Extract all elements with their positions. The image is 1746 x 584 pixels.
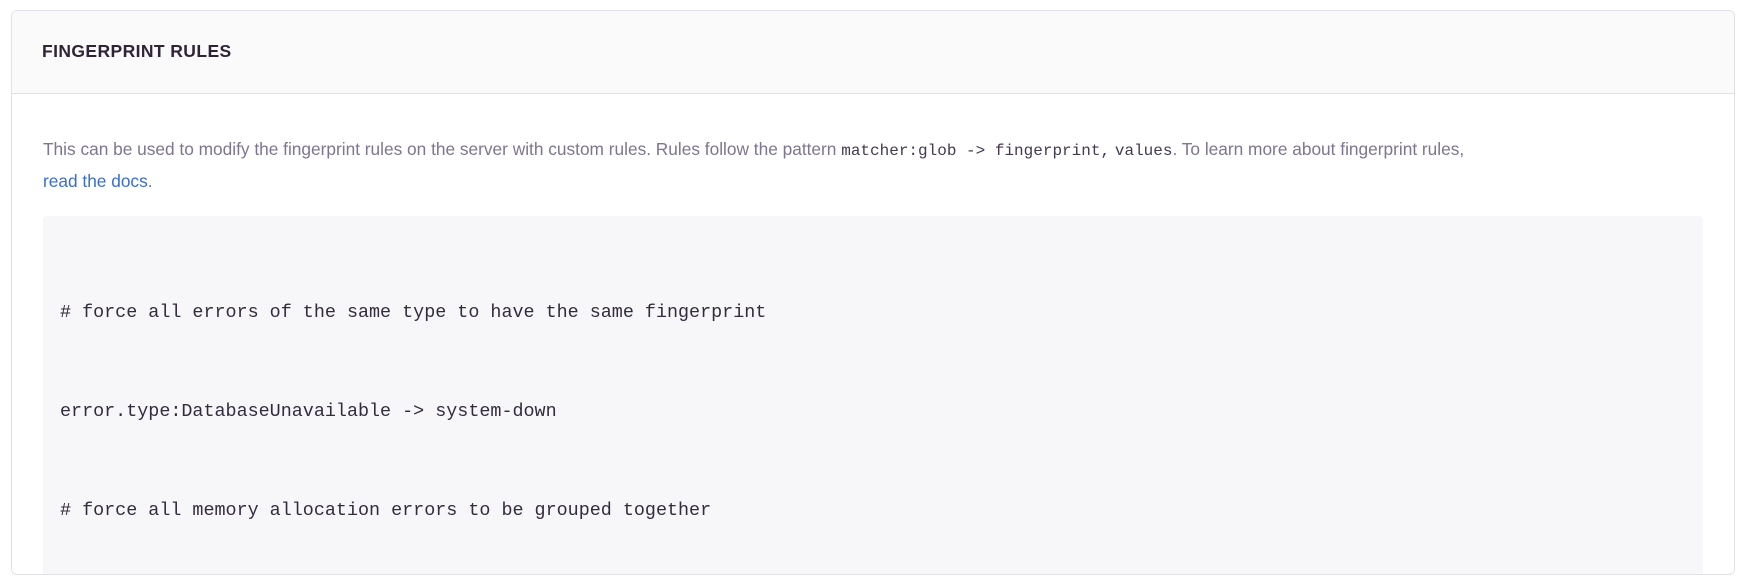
read-the-docs-link[interactable]: read the docs — [43, 171, 148, 192]
code-line: # force all errors of the same type to h… — [60, 302, 767, 324]
panel-header: FINGERPRINT RULES — [12, 11, 1734, 94]
inline-code-values: values — [1114, 142, 1173, 161]
inline-code-matcher-pattern: matcher:glob -> fingerprint, — [841, 142, 1111, 161]
code-line: # force all memory allocation errors to … — [60, 500, 712, 522]
description-text-part2: . To learn more about fingerprint rules, — [1172, 139, 1465, 160]
code-line: error.type:DatabaseUnavailable -> system… — [60, 401, 557, 423]
panel-body: This can be used to modify the fingerpri… — [12, 94, 1734, 574]
panel-description: This can be used to modify the fingerpri… — [43, 134, 1483, 196]
page-title: FINGERPRINT RULES — [42, 41, 232, 62]
description-text-part1: This can be used to modify the fingerpri… — [43, 139, 837, 160]
example-rules-code-block: # force all errors of the same type to h… — [43, 216, 1703, 574]
fingerprint-rules-panel: FINGERPRINT RULES This can be used to mo… — [11, 10, 1735, 575]
description-text-part3: . — [147, 171, 153, 192]
